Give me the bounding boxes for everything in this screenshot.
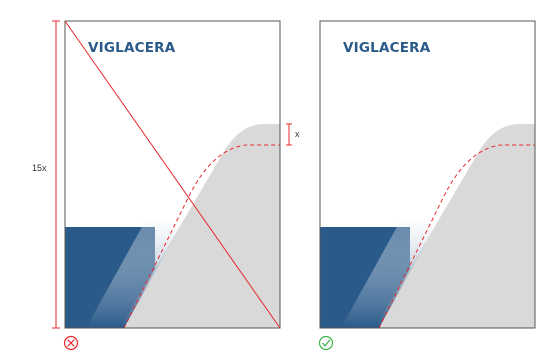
viglacera-logo: VIGLACERA [88,40,176,56]
x-circle-icon [63,335,79,351]
dashed-guide-line [378,144,535,328]
gradient-stripe [86,216,186,328]
dashed-guide-line [123,144,280,328]
gray-diagonal-shape [120,124,280,328]
panel-correct: VIGLACERA [318,20,536,351]
gray-diagonal-shape [375,124,535,328]
panel-frame [64,20,281,329]
height-dimension-label: 15x [32,163,47,173]
panel-incorrect: VIGLACERA 15x x [32,20,300,351]
strike-through-line [64,20,281,329]
offset-dimension [286,123,292,146]
height-dimension [52,20,60,329]
gradient-stripe [341,216,441,328]
panel-frame [319,20,536,329]
viglacera-logo: VIGLACERA [343,40,431,56]
check-circle-icon [318,335,334,351]
offset-dimension-label: x [295,129,300,139]
